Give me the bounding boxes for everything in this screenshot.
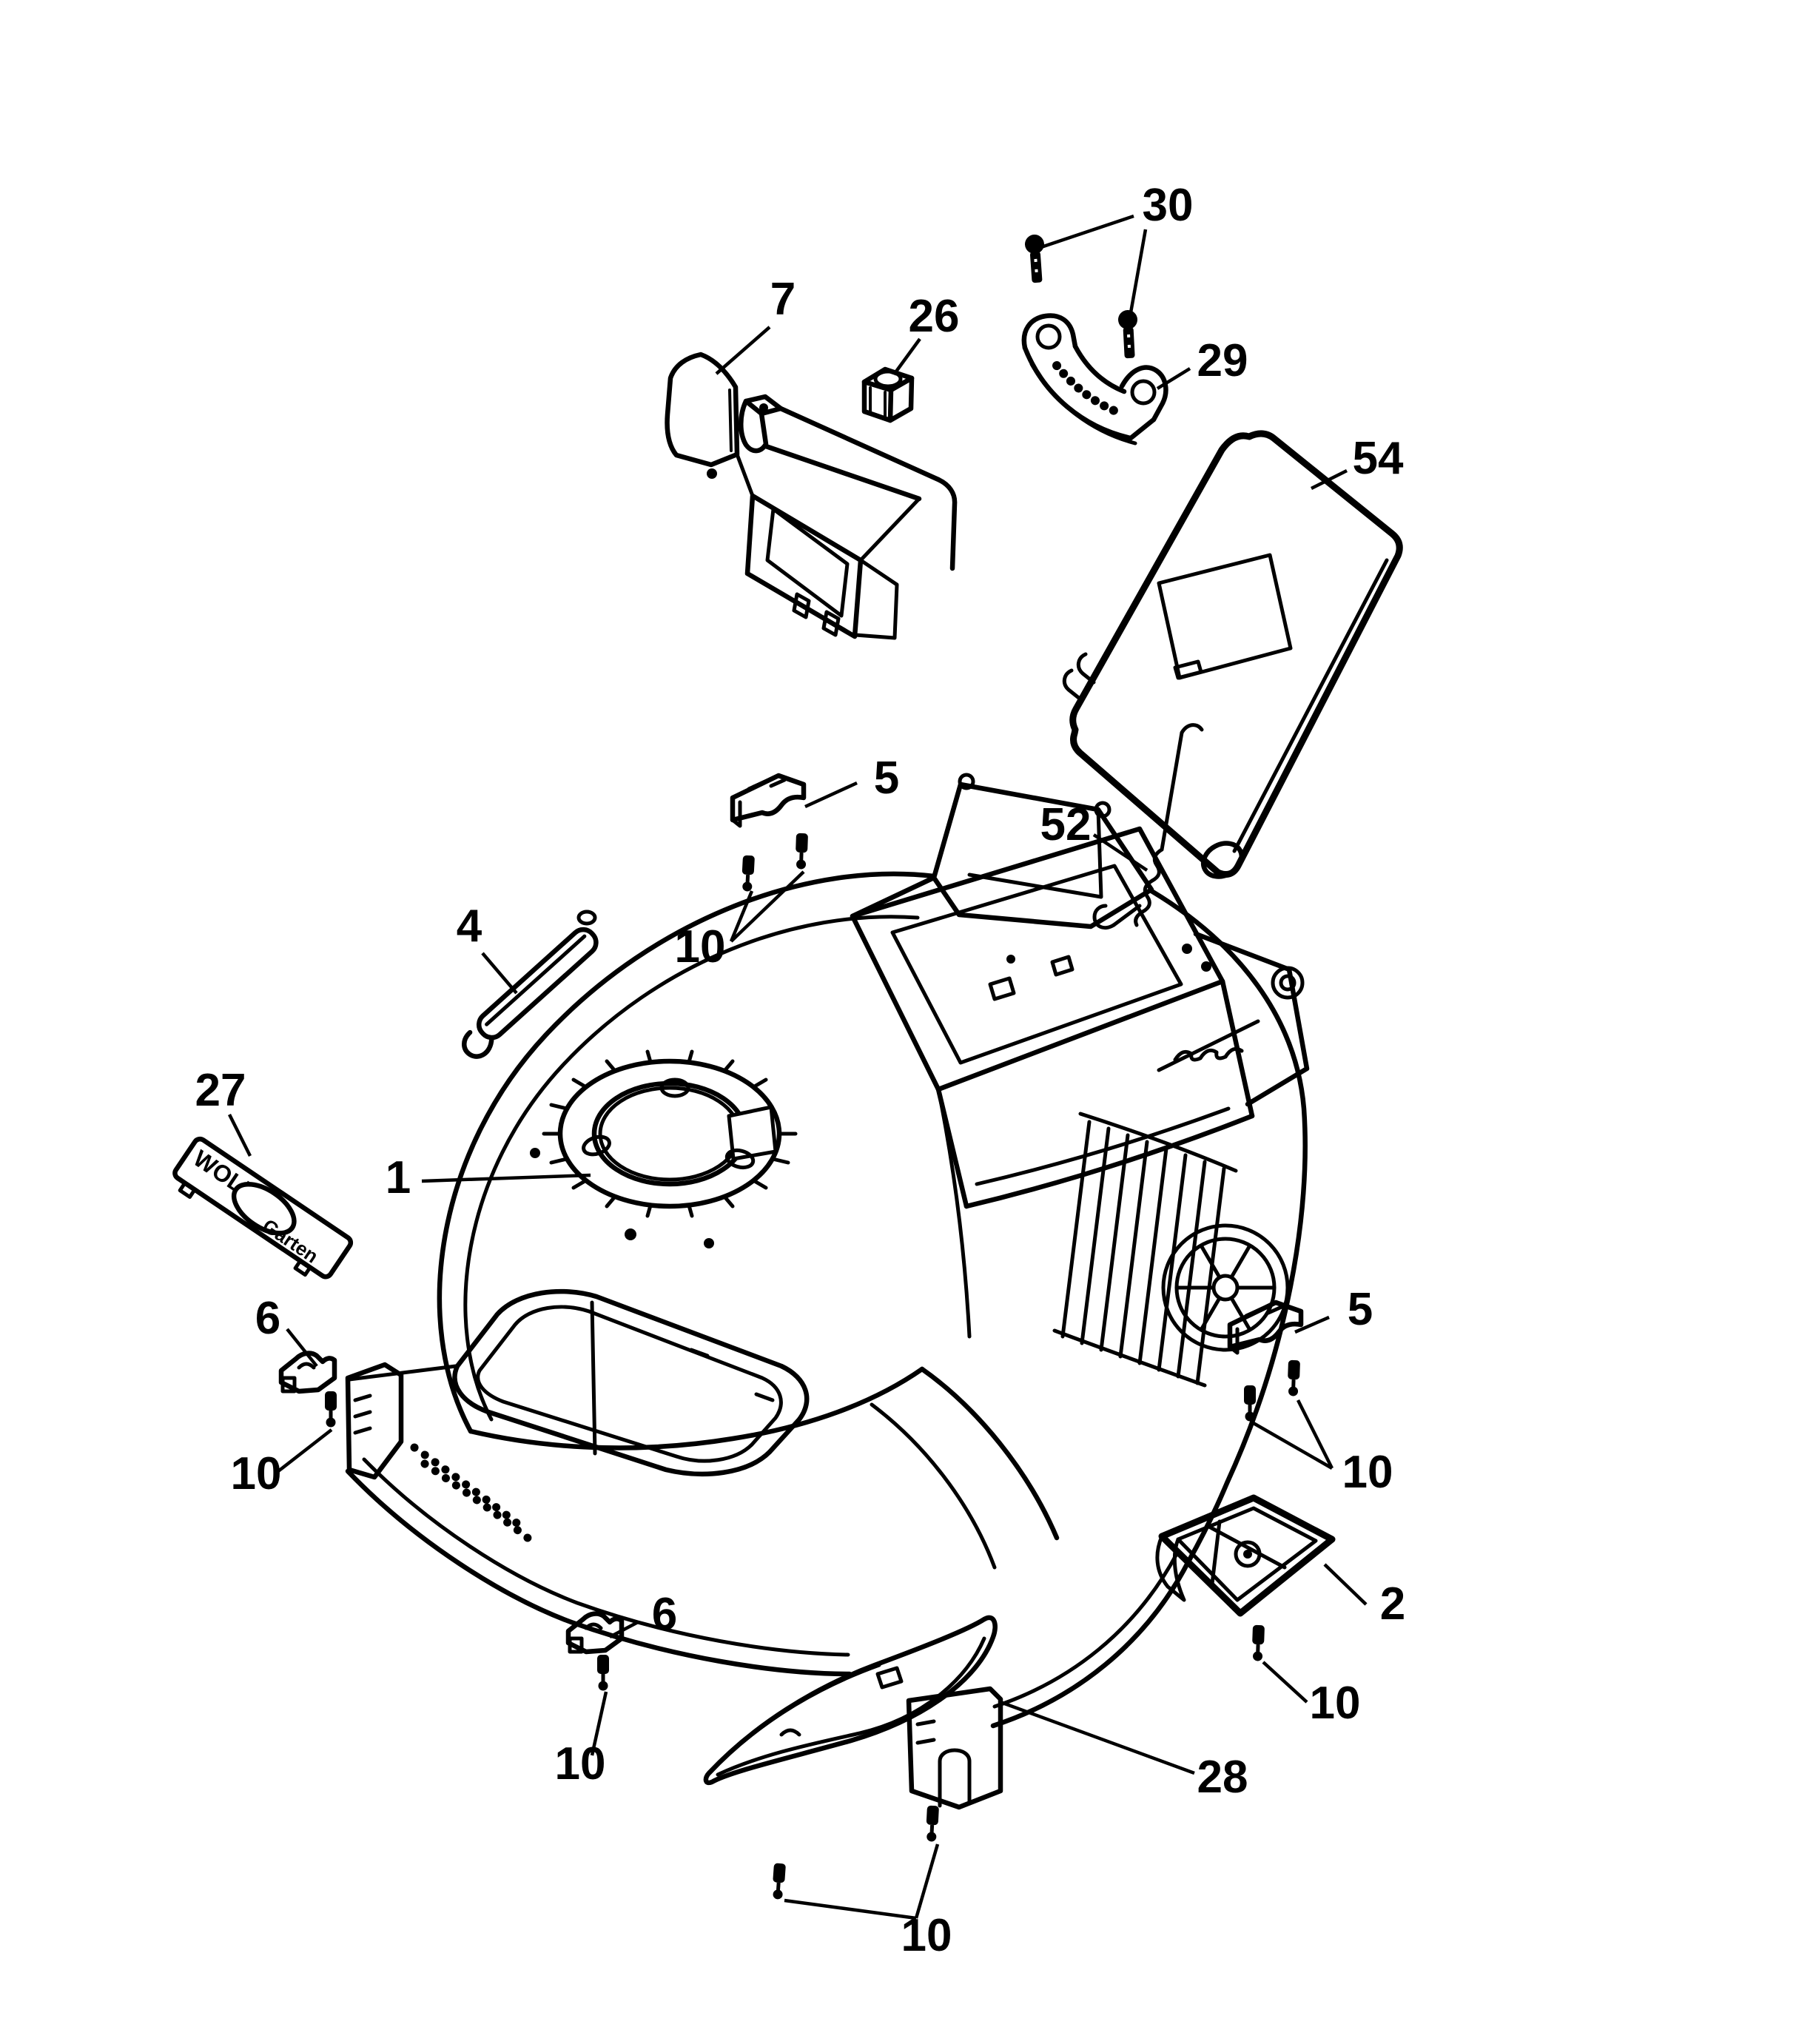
callout-10-top: 10 (675, 921, 726, 972)
callout-5-top: 5 (874, 753, 899, 804)
part-1-deck-housing (345, 773, 1310, 1810)
callout-52: 52 (1040, 799, 1092, 850)
part-30-screws (1023, 232, 1140, 358)
screw-icon (795, 833, 808, 870)
callout-10-bottom-center: 10 (901, 1910, 952, 1961)
front-scoop (452, 1288, 810, 1477)
fan-ring (542, 1049, 798, 1218)
screw-icon (325, 1391, 337, 1428)
rear-louvers (1052, 1112, 1238, 1388)
callout-2: 2 (1380, 1579, 1405, 1630)
screw-icon (1023, 232, 1049, 285)
callout-30: 30 (1143, 180, 1194, 231)
screw-icon (1244, 1385, 1256, 1422)
screw-icon (1251, 1625, 1265, 1661)
rear-wheel (1161, 1223, 1290, 1352)
part-7-bracket (665, 352, 958, 640)
part-6-clip-left (278, 1351, 337, 1394)
screw-icon (1117, 309, 1139, 358)
callout-10-right: 10 (1342, 1447, 1393, 1498)
right-wheel-bracket (906, 1686, 1003, 1810)
callout-26: 26 (909, 291, 960, 342)
callout-4: 4 (457, 901, 482, 952)
screw-icon (925, 1806, 939, 1842)
callout-labels: 7 26 30 29 54 5 52 10 4 27 1 6 10 5 10 2… (195, 180, 1406, 1961)
part-4-trim-rail (462, 927, 599, 1059)
callout-27: 27 (195, 1065, 246, 1116)
rear-tower (850, 773, 1310, 1209)
part-5-clip-top (730, 773, 807, 828)
part-2-plate (1155, 1494, 1336, 1617)
callout-5-right: 5 (1348, 1284, 1373, 1335)
callout-6-bottom: 6 (652, 1589, 677, 1640)
leader-lines (227, 214, 1368, 1920)
callout-10-left: 10 (231, 1448, 282, 1499)
screw-icon (772, 1863, 786, 1899)
callout-10-bottom-left: 10 (555, 1738, 606, 1789)
screw-icon (1287, 1360, 1300, 1396)
part-27-emblem: WOLF Garten (172, 1136, 354, 1280)
screw-icon (741, 855, 755, 892)
callout-7: 7 (770, 274, 796, 325)
callout-6-left: 6 (255, 1293, 280, 1344)
callout-54: 54 (1353, 433, 1404, 484)
part-5-clip-right (1227, 1300, 1304, 1355)
callout-10-below-2: 10 (1310, 1678, 1361, 1729)
callout-28: 28 (1197, 1752, 1248, 1803)
part-54-cover-panel (1062, 430, 1403, 879)
callout-1: 1 (386, 1152, 411, 1203)
part-29-handle (1021, 313, 1168, 446)
part-28-bumper (703, 1615, 998, 1786)
left-wheel-bracket (345, 1362, 404, 1480)
callout-29: 29 (1197, 335, 1248, 386)
part-26-spacer (861, 366, 915, 423)
screw-icon (597, 1655, 609, 1691)
